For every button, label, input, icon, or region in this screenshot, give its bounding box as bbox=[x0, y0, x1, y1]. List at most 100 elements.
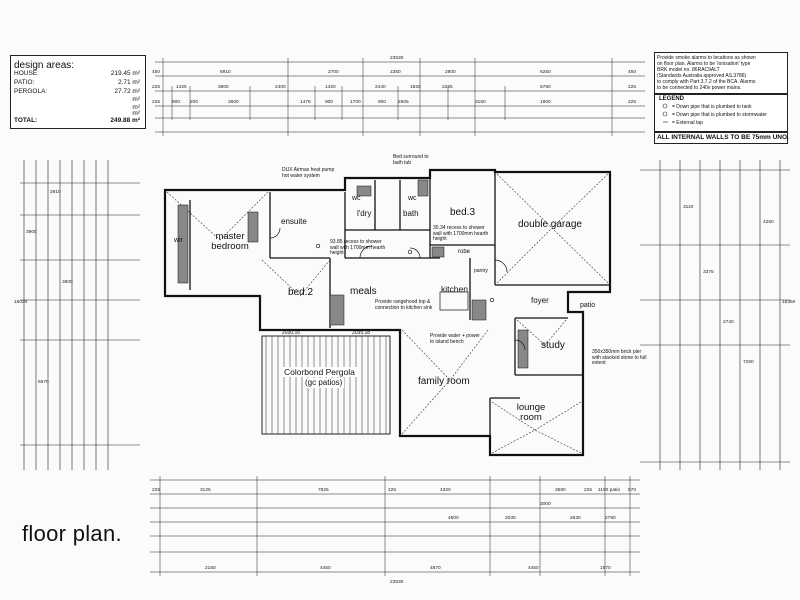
room-label-ensuite: ensuite bbox=[281, 217, 307, 226]
smoke-alarm-notes: Provide smoke alarms to locations as sho… bbox=[657, 55, 783, 91]
dimension-label: 3600 bbox=[228, 100, 239, 105]
dimension-label: 450 bbox=[152, 70, 161, 75]
room-label-robe: robe bbox=[458, 249, 471, 255]
note-line: BRK model no. 86RAC9ALT bbox=[657, 67, 720, 73]
dimension-label: 3125 bbox=[200, 488, 211, 493]
dimension-label: 4250 bbox=[763, 220, 774, 225]
pergola-slats bbox=[261, 335, 391, 435]
dimension-label: 2700 bbox=[328, 70, 339, 75]
dimension-label: 225 bbox=[152, 488, 161, 493]
dimension-label: 3110 bbox=[683, 205, 694, 210]
bath-tub bbox=[417, 179, 429, 197]
door-swing bbox=[269, 227, 281, 239]
door-swing bbox=[514, 339, 526, 351]
dimension-label: 4870 bbox=[430, 566, 441, 571]
room-label-foyer: foyer bbox=[531, 296, 549, 305]
dimension-label: 225 bbox=[628, 85, 637, 90]
room-label-kitchen: kitchen bbox=[441, 284, 468, 294]
dimension-label: 16350 bbox=[782, 300, 796, 305]
room-label-laundry: l'dry bbox=[357, 209, 372, 218]
dimension-label: 2505 bbox=[398, 100, 409, 105]
shower-recess-note: 93.85 recess to shower wall with 1700mm … bbox=[330, 239, 386, 256]
robe-fixture bbox=[431, 246, 445, 258]
dimension-label: 450 bbox=[628, 70, 637, 75]
bath-surround-note: Bed surround to bath tub bbox=[393, 154, 429, 166]
dimension-label: 1420 bbox=[325, 85, 336, 90]
wardrobe-fixture bbox=[177, 204, 189, 284]
legend-item: = Down pipe that is plumbed to tank bbox=[672, 104, 752, 110]
dimension-label: 7825 bbox=[318, 488, 329, 493]
dimension-label: 16030 bbox=[14, 300, 28, 305]
dimension-label: 23530 bbox=[390, 56, 404, 61]
note-line: (Standards Australia approved AS.3786) bbox=[657, 73, 747, 79]
dimension-label: 1570 bbox=[600, 566, 611, 571]
design-areas-box bbox=[10, 55, 146, 129]
dimension-label: 1900 bbox=[540, 100, 551, 105]
dimension-label: 2225 bbox=[442, 85, 453, 90]
room-label-wir: wir bbox=[174, 237, 183, 244]
kitchen-dimension: 2030.16 bbox=[282, 330, 301, 336]
door-swing bbox=[359, 245, 373, 259]
dimension-label: 2790 bbox=[605, 516, 616, 521]
brick-pier-note: 350x350mm brick pier with stacked stone … bbox=[592, 349, 647, 366]
dimension-label: 225 bbox=[152, 85, 161, 90]
dimension-label: 225 bbox=[584, 488, 593, 493]
smoke-alarm-icon bbox=[407, 249, 413, 255]
dimension-label: 5570 bbox=[38, 380, 49, 385]
meals-dimension: 2035.18 bbox=[352, 330, 371, 336]
dimension-label: 6250 bbox=[540, 70, 551, 75]
dimension-label: 200 bbox=[190, 100, 199, 105]
dimension-label: 225 bbox=[388, 488, 397, 493]
smoke-alarm-icon bbox=[489, 297, 495, 303]
dimension-label: 225 bbox=[628, 100, 637, 105]
dimension-label: 3900 bbox=[26, 230, 37, 235]
room-label-master-bedroom: master bedroom bbox=[211, 231, 249, 252]
study-desk bbox=[517, 329, 529, 369]
dimension-label: 3150 bbox=[475, 100, 486, 105]
meals-bench bbox=[329, 294, 345, 326]
room-label-bath: bath bbox=[403, 209, 419, 218]
island-power-note: Provide water + power to island bench bbox=[430, 333, 480, 345]
dimension-label: 4450 bbox=[528, 566, 539, 571]
walls-note-box bbox=[654, 132, 788, 144]
room-label-study: study bbox=[541, 340, 565, 351]
room-label-pantry: pantry bbox=[474, 268, 488, 274]
door-swing bbox=[409, 247, 421, 259]
shower-recess-note: 30.34 recess to shower wall with 1700mm … bbox=[433, 225, 489, 242]
dimension-label: 900 bbox=[325, 100, 334, 105]
dimension-label: 570 bbox=[628, 488, 637, 493]
legend-item: = Down pipe that is plumbed to stormwate… bbox=[672, 112, 767, 118]
smoke-alarm-icon bbox=[315, 243, 321, 249]
note-line: Provide smoke alarms to locations as sho… bbox=[657, 55, 756, 61]
dimension-label: 900 bbox=[378, 100, 387, 105]
dimension-label: 3800 bbox=[62, 280, 73, 285]
room-label-wc: wc bbox=[408, 195, 417, 202]
dimension-label: 2740 bbox=[723, 320, 734, 325]
dimension-label: 2150 bbox=[205, 566, 216, 571]
dimension-label: 4600 bbox=[448, 516, 459, 521]
pergola-label: Colorbond Pergola bbox=[282, 367, 357, 377]
dimension-label: 6910 bbox=[220, 70, 231, 75]
door-swing bbox=[494, 259, 508, 273]
dimension-label: 225 bbox=[152, 100, 161, 105]
dimension-label: 3375 bbox=[703, 270, 714, 275]
downpipe-stormwater-icon bbox=[662, 111, 668, 117]
dimension-label: 2630 bbox=[570, 516, 581, 521]
room-label-bed3: bed.3 bbox=[450, 207, 476, 218]
dimension-label: 6780 bbox=[540, 85, 551, 90]
legend-box bbox=[654, 94, 788, 132]
downpipe-tank-icon bbox=[662, 103, 668, 109]
dimension-label: 900 bbox=[172, 100, 181, 105]
dimension-label: 2910 bbox=[50, 190, 61, 195]
dimension-label: 7260 bbox=[743, 360, 754, 365]
rangehood-note: Provide rangehood top & connection to ki… bbox=[375, 299, 433, 311]
dimension-label: 3000 bbox=[540, 502, 551, 507]
dimension-label: 4320 bbox=[440, 488, 451, 493]
pergola-sublabel: (gc patios) bbox=[303, 378, 345, 388]
kitchen-island bbox=[439, 291, 469, 311]
ensuite-vanity bbox=[247, 211, 259, 243]
dimension-label: 1190 patio bbox=[598, 488, 621, 493]
notes-box bbox=[654, 52, 788, 94]
legend-item: = External tap bbox=[672, 120, 703, 126]
